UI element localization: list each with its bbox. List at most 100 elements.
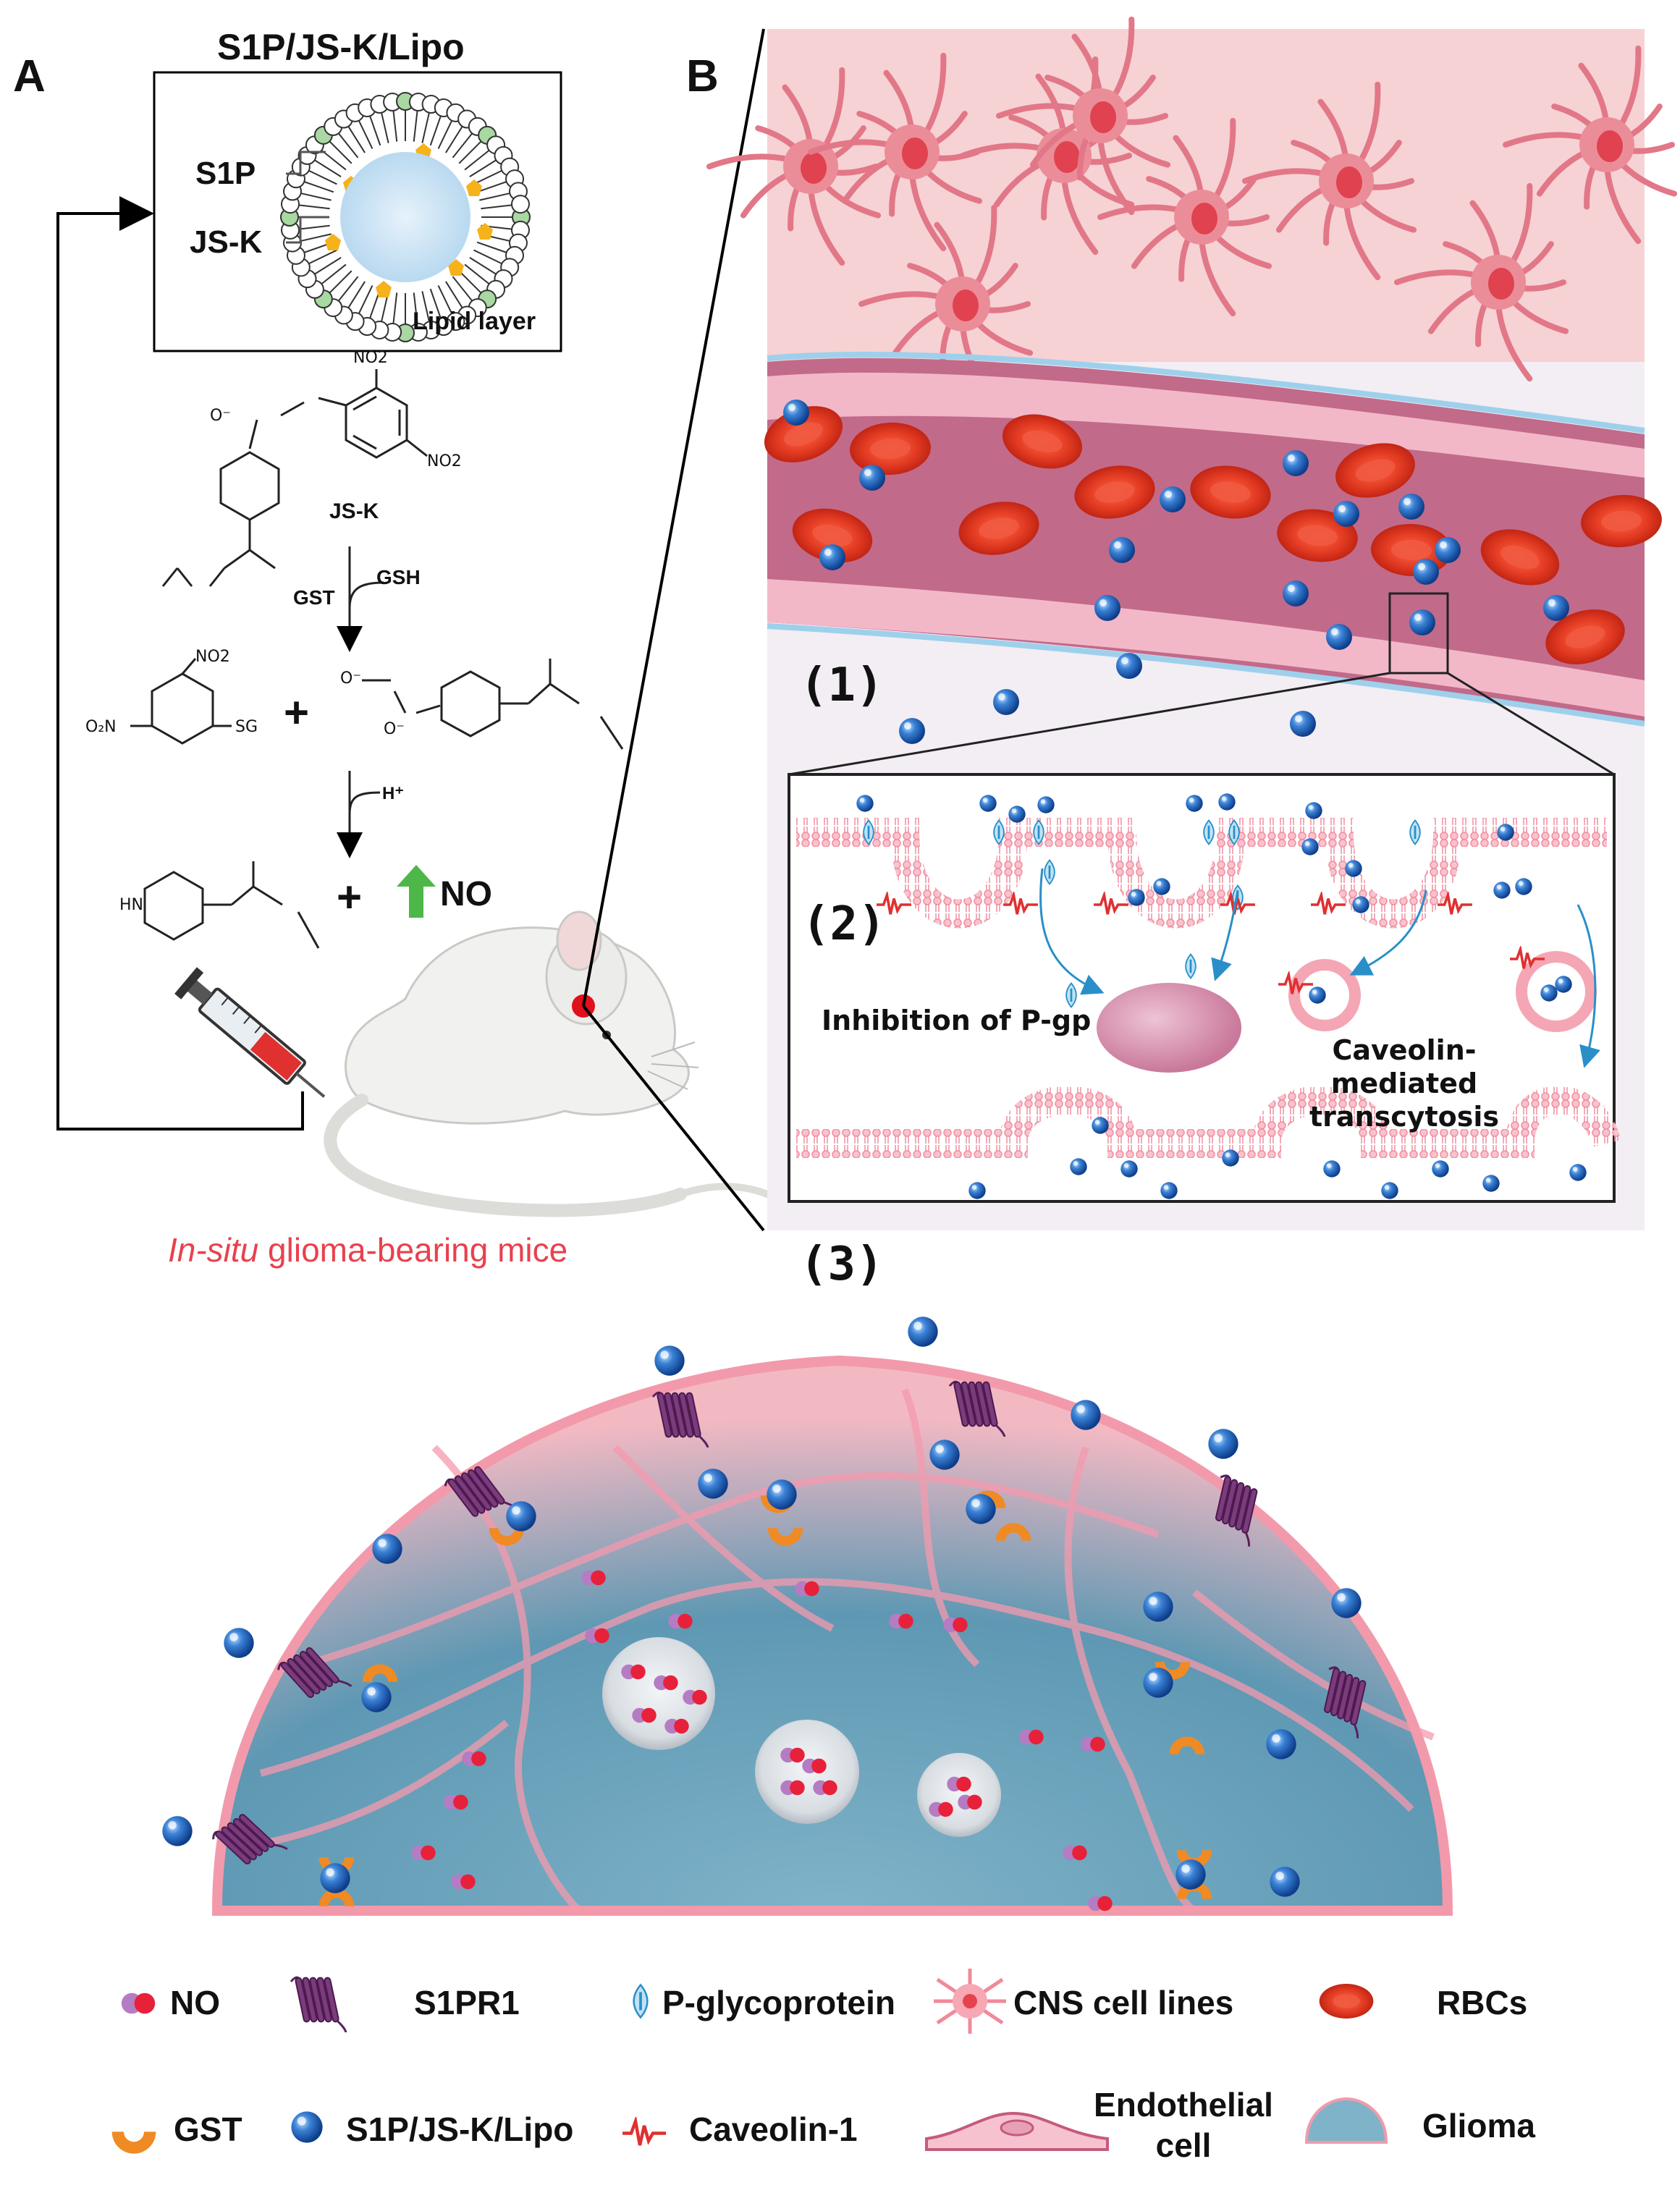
no-molecule bbox=[780, 1747, 805, 1763]
step-2-label: (2) bbox=[802, 897, 886, 951]
lipid-tail bbox=[413, 110, 418, 142]
no-molecule bbox=[947, 1776, 971, 1792]
lipo-nanoparticle bbox=[856, 795, 874, 812]
no-molecule bbox=[1019, 1729, 1044, 1745]
lipo-nanoparticle bbox=[783, 400, 809, 426]
jsk-molecule bbox=[325, 234, 341, 250]
jsk-molecule bbox=[466, 179, 482, 196]
legend-gst-label: GST bbox=[174, 2110, 242, 2148]
lipid-tail bbox=[476, 181, 507, 193]
glioma-vessel bbox=[1191, 1589, 1435, 1741]
lipid-tail bbox=[329, 140, 353, 164]
lipo-nanoparticle bbox=[966, 1494, 996, 1524]
cns-cell bbox=[1097, 117, 1272, 317]
lipo-nanoparticle bbox=[1413, 559, 1439, 585]
lipo-nanoparticle bbox=[1186, 795, 1203, 812]
lipo-nanoparticle bbox=[767, 1479, 797, 1510]
no-molecule bbox=[1063, 1845, 1087, 1861]
lipid-tail bbox=[392, 292, 398, 324]
chem-o2n: O₂N bbox=[85, 718, 117, 736]
no-molecule bbox=[1088, 1896, 1113, 1911]
lipid-tail bbox=[481, 204, 512, 210]
panel-a bbox=[56, 71, 793, 1217]
lipid-tail bbox=[358, 120, 373, 149]
lipid-tail bbox=[347, 281, 366, 308]
lipo-nanoparticle bbox=[1331, 1588, 1362, 1618]
lipid-tail bbox=[392, 110, 398, 142]
cns-nucleus bbox=[1336, 166, 1362, 198]
product-thiol bbox=[130, 658, 232, 745]
lipid-tail bbox=[381, 112, 389, 143]
legend-no-label: NO bbox=[170, 1984, 220, 2021]
legend-endothelial-line1: Endothelial bbox=[1094, 2086, 1273, 2123]
jsk-label: JS-K bbox=[190, 224, 263, 260]
cns-nucleus bbox=[953, 290, 979, 321]
lipid-tail bbox=[303, 181, 334, 193]
lipid-tail bbox=[421, 112, 430, 143]
glioma-vessel bbox=[612, 1445, 835, 1632]
chem-hn: HN bbox=[119, 896, 143, 914]
lipo-nanoparticle bbox=[1283, 580, 1309, 607]
lipo-nanoparticle bbox=[1493, 882, 1511, 899]
lipid-tail bbox=[464, 263, 490, 285]
lipo-nanoparticle bbox=[1120, 1160, 1138, 1178]
lipo-nanoparticle bbox=[1482, 1175, 1500, 1192]
lipo-nanoparticle bbox=[320, 1863, 350, 1893]
lipid-tail bbox=[314, 257, 342, 275]
no-molecule bbox=[889, 1613, 913, 1629]
lipo-nanoparticle bbox=[1270, 1867, 1300, 1897]
no-molecule bbox=[683, 1689, 707, 1705]
cns-cell bbox=[706, 67, 882, 266]
lipid-tail bbox=[445, 281, 463, 308]
no-molecule bbox=[654, 1675, 678, 1691]
no-vesicle-3 bbox=[917, 1753, 1001, 1837]
no-molecule bbox=[929, 1801, 953, 1817]
lipid-tail bbox=[473, 169, 502, 185]
lipid-tail bbox=[421, 291, 430, 322]
lipo-nanoparticle bbox=[908, 1317, 938, 1347]
lipid-tail bbox=[445, 126, 463, 153]
lipo-nanoparticle bbox=[1283, 450, 1309, 476]
panel-b-letter: B bbox=[686, 51, 719, 101]
lipo-nanoparticle bbox=[1153, 878, 1170, 895]
gsh-label: GSH bbox=[376, 566, 421, 588]
no-product-label: NO bbox=[440, 875, 492, 913]
lipo-nanoparticle bbox=[1160, 1182, 1178, 1199]
cns-cell bbox=[1242, 81, 1417, 281]
no-molecule bbox=[462, 1751, 486, 1767]
no-molecule bbox=[943, 1617, 968, 1633]
lipid-tail bbox=[329, 270, 353, 294]
lipid-tail bbox=[469, 257, 497, 275]
gst-label: GST bbox=[293, 586, 335, 609]
lipid-tail bbox=[429, 288, 442, 319]
liposome-title: S1P/JS-K/Lipo bbox=[217, 27, 465, 67]
lipo-nanoparticle bbox=[1555, 976, 1572, 993]
mice-caption: In-situ glioma-bearing mice bbox=[168, 1230, 567, 1269]
lipid-tail bbox=[452, 132, 473, 159]
no-molecule bbox=[444, 1794, 468, 1810]
mice-caption-italic: In-situ bbox=[168, 1231, 259, 1269]
product-diazeniumdiolate bbox=[362, 659, 624, 750]
legend-cav1-icon bbox=[622, 2121, 666, 2145]
no-molecule bbox=[632, 1707, 657, 1723]
jsk-molecule bbox=[376, 281, 392, 297]
legend-glioma-label: Glioma bbox=[1422, 2107, 1535, 2144]
lipo-nanoparticle bbox=[1008, 806, 1026, 823]
mice-caption-rest: glioma-bearing mice bbox=[258, 1231, 568, 1269]
legend-lipo-icon bbox=[291, 2111, 323, 2143]
panel-glioma bbox=[162, 1317, 1453, 1916]
glioma-vessel bbox=[901, 1388, 980, 1668]
lipid-tail bbox=[458, 140, 482, 164]
lipo-nanoparticle bbox=[929, 1440, 960, 1470]
lipid-tail bbox=[458, 270, 482, 294]
lipo-nanoparticle bbox=[1208, 1429, 1238, 1459]
lipid-head bbox=[510, 195, 530, 214]
lipo-nanoparticle bbox=[1515, 878, 1532, 895]
plus-sign-1: + bbox=[284, 688, 310, 737]
lipo-nanoparticle bbox=[1497, 824, 1514, 841]
lipid-tail bbox=[308, 249, 337, 265]
legend-pgp-label: P-glycoprotein bbox=[662, 1984, 896, 2021]
lipo-nanoparticle bbox=[361, 1682, 392, 1712]
legend-gst-icon bbox=[111, 2131, 156, 2154]
lipid-tail bbox=[321, 149, 347, 171]
